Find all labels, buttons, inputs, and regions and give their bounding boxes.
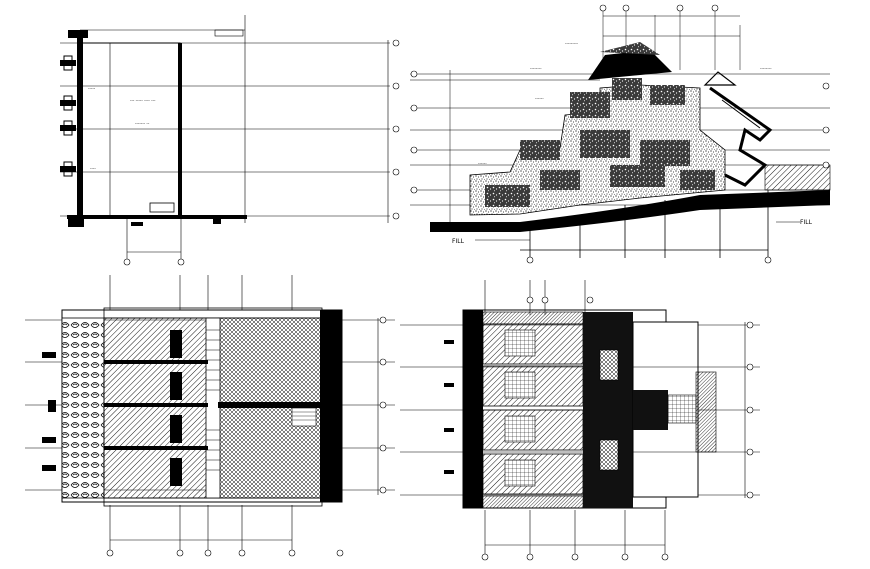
plan-bottom-right [400,280,760,561]
svg-text:------: ------ [535,96,544,101]
svg-text:------: ------ [478,161,487,166]
svg-text:---------: --------- [565,41,579,46]
svg-text:----: ---- [90,166,96,171]
plan-top-left: --- ----- ---- --- ------- -- ----- ---- [60,15,400,266]
svg-text:-----: ----- [88,86,96,91]
fill-label-left: FILL [452,238,465,245]
svg-text:--------: -------- [530,66,542,71]
section-elevation-top-right: FILL FILL -------- --------- -------- --… [410,4,831,264]
svg-text:------- --: ------- -- [135,121,150,126]
svg-text:--------: -------- [760,66,772,71]
plan-bottom-left [25,275,395,557]
svg-text:--- ----- ---- ---: --- ----- ---- --- [130,98,156,103]
fill-label-right: FILL [800,219,813,226]
